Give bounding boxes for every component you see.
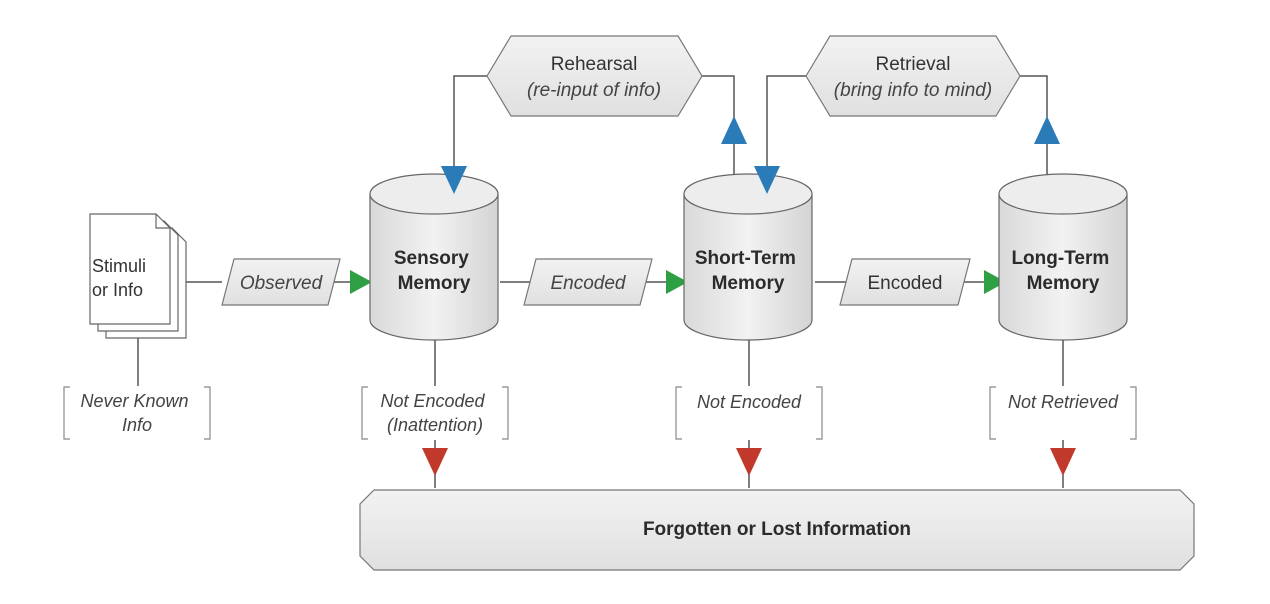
stimuli-label: Stimuli or Info bbox=[92, 256, 151, 300]
blue-arrows bbox=[441, 116, 1060, 194]
encoded-label-box-2: Encoded bbox=[839, 258, 971, 306]
sensory-memory-cylinder: Sensory Memory bbox=[369, 173, 499, 341]
svg-text:Sensory Memory: Sensory Memory bbox=[394, 248, 474, 294]
blue-arrow-down-icon bbox=[441, 166, 467, 194]
encoded-label-box-1: Encoded bbox=[523, 258, 653, 306]
not-retrieved-label: Not Retrieved bbox=[1008, 392, 1119, 412]
svg-text:Short-Term Memory: Short-Term Memory bbox=[695, 248, 801, 294]
svg-text:Long-Term Memory: Long-Term Memory bbox=[1011, 248, 1114, 294]
rehearsal-subtitle: (re-input of info) bbox=[527, 80, 661, 101]
observed-label: Observed bbox=[240, 273, 324, 294]
retrieval-subtitle: (bring info to mind) bbox=[834, 80, 992, 101]
encoded-label-1: Encoded bbox=[550, 273, 626, 294]
retrieval-title: Retrieval bbox=[876, 54, 951, 75]
red-arrow-down-icon bbox=[1050, 448, 1076, 476]
never-known-label: Never Known Info bbox=[80, 391, 193, 435]
encoded-label-2: Encoded bbox=[867, 273, 942, 294]
blue-arrow-up-icon bbox=[1034, 116, 1060, 144]
blue-arrow-down-icon bbox=[754, 166, 780, 194]
never-known-bracket bbox=[63, 386, 211, 440]
short-term-memory-cylinder: Short-Term Memory bbox=[683, 173, 813, 341]
observed-label-box: Observed bbox=[221, 258, 341, 306]
red-arrow-down-icon bbox=[736, 448, 762, 476]
blue-arrow-up-icon bbox=[721, 116, 747, 144]
rehearsal-hexagon: Rehearsal (re-input of info) bbox=[486, 35, 703, 117]
green-arrow-right-icon bbox=[350, 270, 372, 294]
green-arrows bbox=[350, 270, 1006, 294]
not-encoded-bracket-2 bbox=[675, 386, 823, 440]
rehearsal-title: Rehearsal bbox=[551, 54, 638, 75]
forgotten-label: Forgotten or Lost Information bbox=[643, 519, 911, 540]
stimuli-document-icon bbox=[89, 213, 187, 339]
green-arrow-right-icon bbox=[984, 270, 1006, 294]
green-arrow-right-icon bbox=[666, 270, 688, 294]
red-arrows bbox=[422, 448, 1076, 476]
retrieval-hexagon: Retrieval (bring info to mind) bbox=[805, 35, 1021, 117]
long-term-memory-cylinder: Long-Term Memory bbox=[998, 173, 1128, 341]
not-retrieved-bracket bbox=[989, 386, 1137, 440]
red-arrow-down-icon bbox=[422, 448, 448, 476]
not-encoded-label-2: Not Encoded bbox=[697, 392, 802, 412]
not-encoded-label-1: Not Encoded (Inattention) bbox=[380, 391, 489, 435]
not-encoded-bracket-1 bbox=[361, 386, 509, 440]
forgotten-box: Forgotten or Lost Information bbox=[359, 489, 1195, 571]
